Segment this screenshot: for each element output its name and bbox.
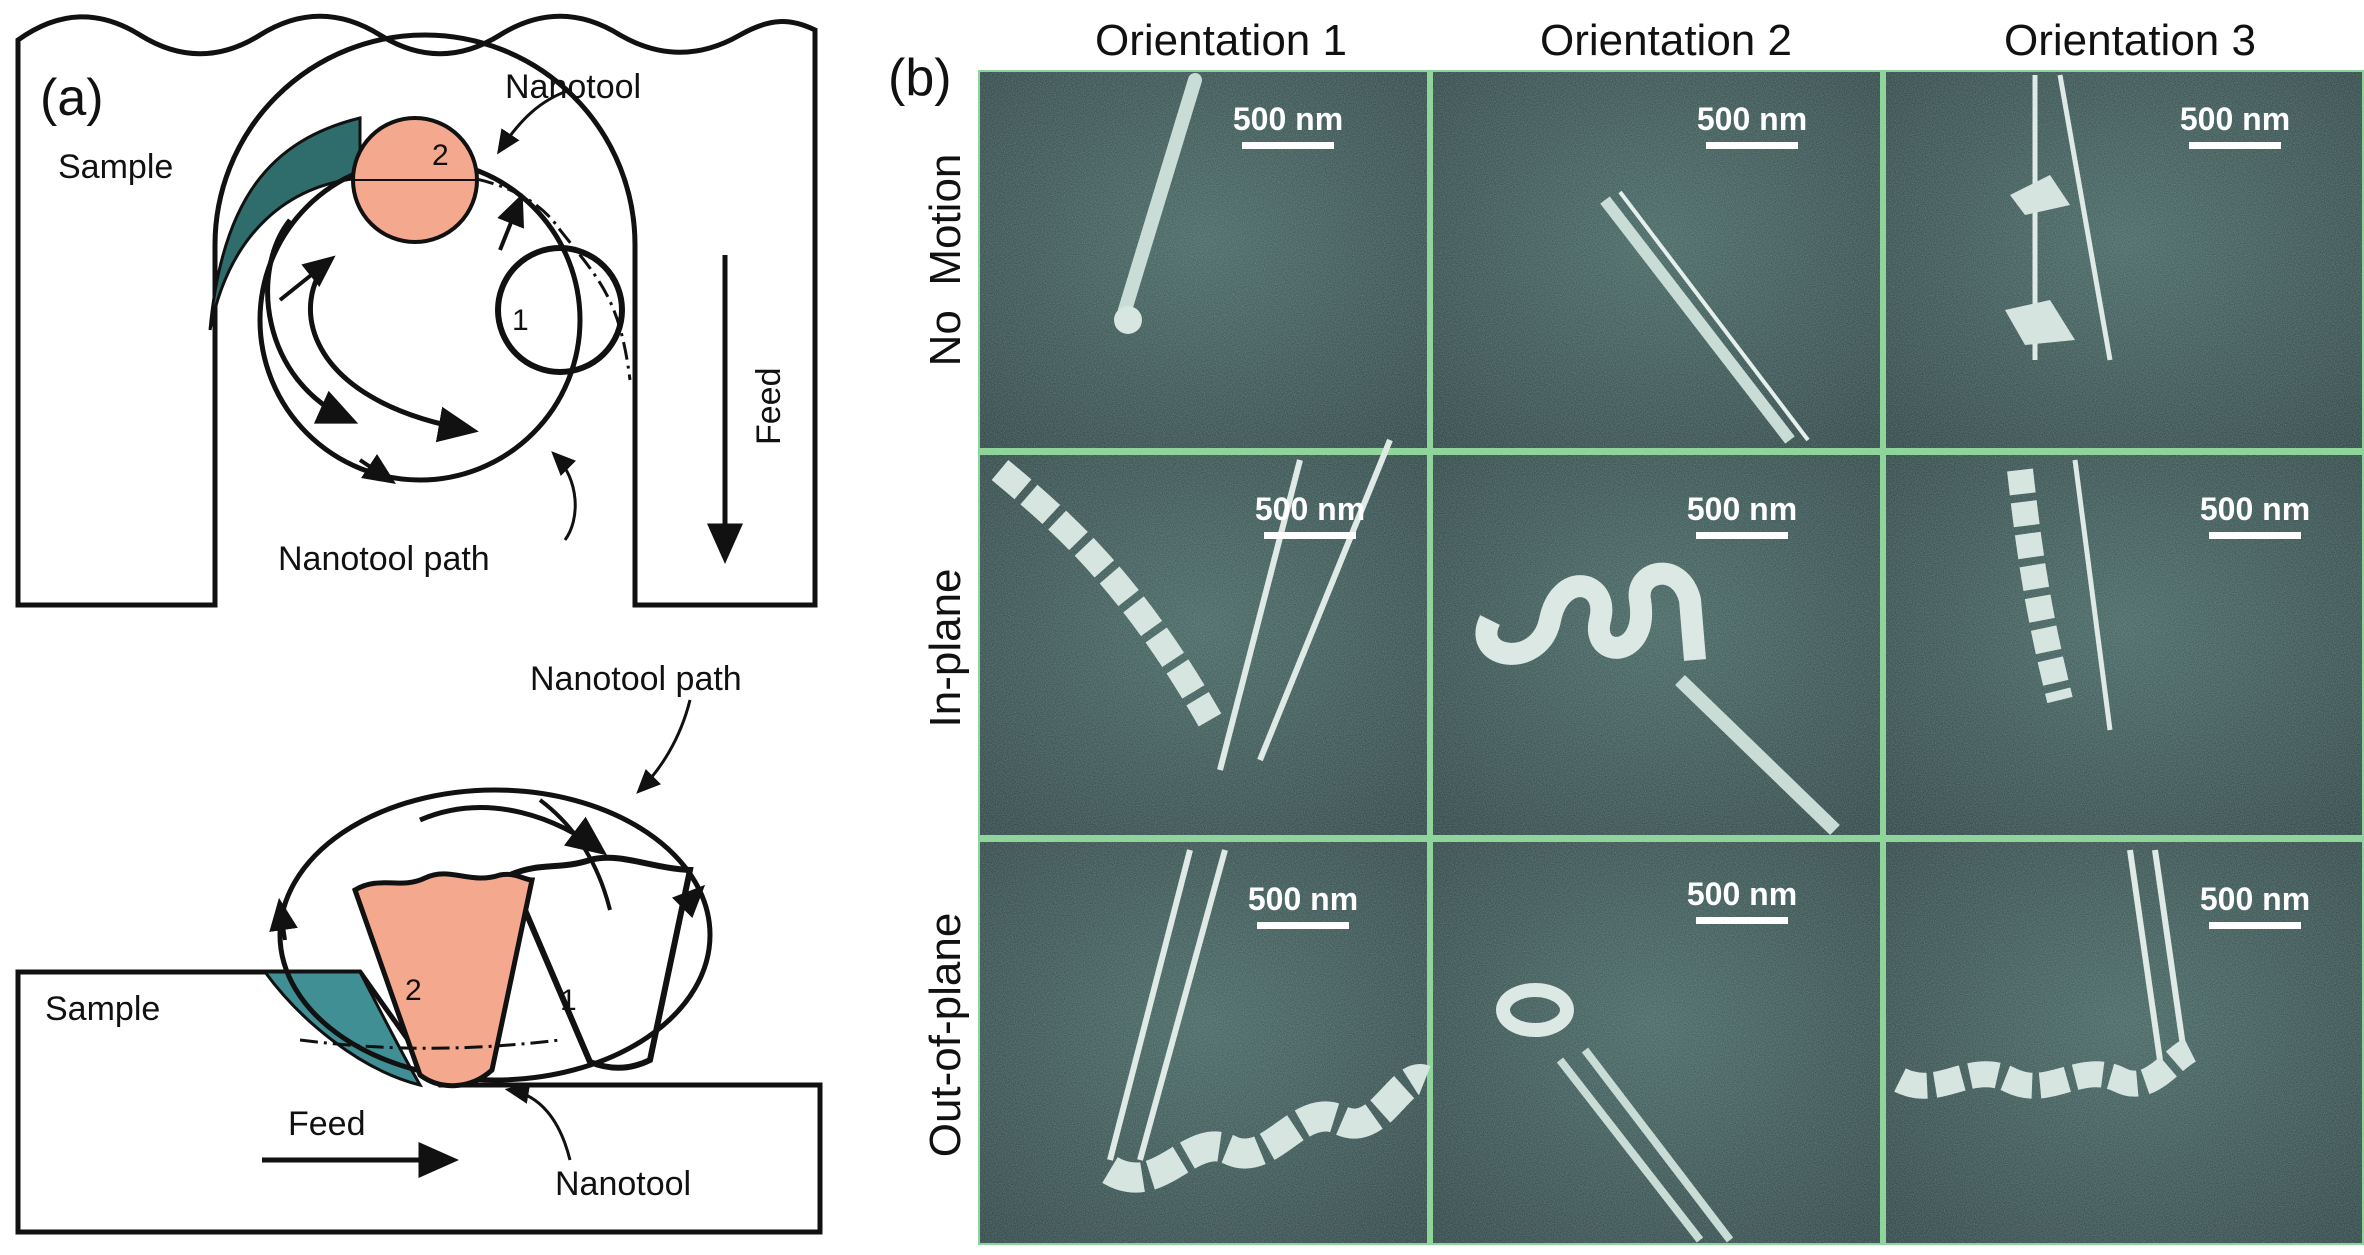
column-header-3: Orientation 3 [2004,16,2256,65]
scale-bar [1257,922,1349,929]
pos2-label-top: 2 [432,139,449,172]
sem-image-no-motion-orientation-2: 500 nm [1433,72,1880,448]
feed-label-bottom: Feed [288,1105,366,1143]
sample-label-bottom: Sample [45,990,160,1028]
panel-a-label: (a) [40,69,104,127]
panel-a-bottom-schematic: Nanotool path Sample 2 1 Feed Nanotool [15,660,823,1235]
pos2-label-bottom: 2 [405,974,422,1007]
scale-bar-label: 500 nm [2180,101,2290,137]
scale-bar-label: 500 nm [1687,876,1797,912]
sem-image-no-motion-orientation-3: 500 nm [1886,72,2362,448]
scale-bar [1706,142,1798,149]
sem-image-out-of-plane-orientation-3: 500 nm [1886,842,2362,1243]
panel-b-sem-grid: (b) Orientation 1 Orientation 2 Orientat… [888,16,2364,1245]
column-header-1: Orientation 1 [1095,16,1347,65]
row-label-out-of-plane: Out-of-plane [921,913,970,1158]
sample-outline-top [15,13,818,608]
row-label-in-plane: In-plane [921,568,970,727]
nanotool-position-1-top [495,245,625,375]
pos1-label-top: 1 [512,304,529,337]
scale-bar [1696,532,1788,539]
scale-bar-label: 500 nm [2200,491,2310,527]
scale-bar [1696,917,1788,924]
feed-label-top: Feed [750,368,788,446]
sem-image-in-plane-orientation-1: 500 nm [980,438,1427,835]
scale-bar-label: 500 nm [2200,881,2310,917]
sem-image-out-of-plane-orientation-1: 500 nm [980,842,1431,1243]
scale-bar-label: 500 nm [1233,101,1343,137]
panel-a-top-schematic: (a) Sample Nanotool 2 1 Nanotool path Fe… [15,13,818,608]
row-label-no-motion: No Motion [921,154,970,367]
chip-top [208,116,362,331]
nanotool-label-top: Nanotool [505,68,641,106]
scale-bar-label: 500 nm [1255,491,1365,527]
sem-image-no-motion-orientation-1: 500 nm [980,72,1427,448]
scale-bar [2209,532,2301,539]
panel-b-label: (b) [888,49,952,107]
scale-bar [1264,532,1356,539]
pos1-label-bottom: 1 [560,984,577,1017]
nanotool-path-label-bottom: Nanotool path [530,660,742,698]
sem-image-out-of-plane-orientation-2: 500 nm [1433,842,1880,1243]
scale-bar [2189,142,2281,149]
nanotool-label-bottom: Nanotool [555,1165,691,1203]
sem-image-in-plane-orientation-3: 500 nm [1886,455,2362,835]
scale-bar-label: 500 nm [1687,491,1797,527]
scale-bar-label: 500 nm [1697,101,1807,137]
scale-bar [1242,142,1334,149]
nanotool-position-2-bottom [351,871,536,1089]
column-header-2: Orientation 2 [1540,16,1792,65]
sem-image-in-plane-orientation-2: 500 nm [1433,455,1880,836]
scale-bar-label: 500 nm [1248,881,1358,917]
nanotool-position-1-bottom [506,854,694,1071]
nanotool-path-label-top: Nanotool path [278,540,490,578]
scale-bar [2209,922,2301,929]
nanotool-path-ellipse-bottom [277,787,713,1083]
sample-label-top: Sample [58,148,173,186]
